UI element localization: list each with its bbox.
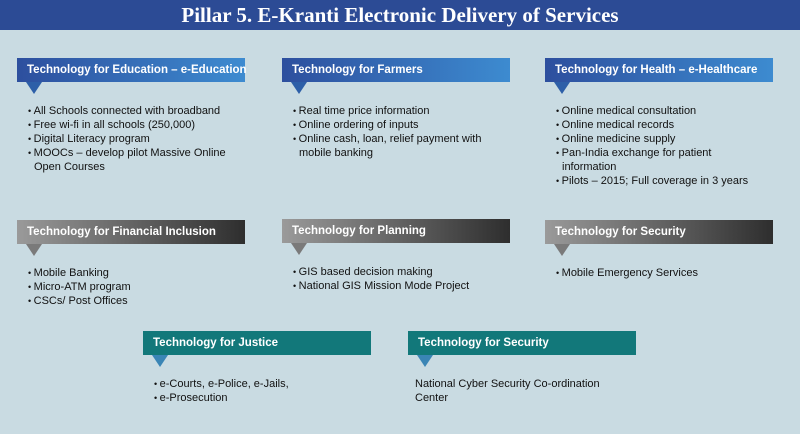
list-item: Pilots – 2015; Full coverage in 3 years [554, 174, 784, 188]
list-item: e-Courts, e-Police, e-Jails, [152, 377, 382, 391]
page-title: Pillar 5. E-Kranti Electronic Delivery o… [0, 0, 800, 30]
pointer-icon [554, 82, 570, 94]
list-item: Micro-ATM program [26, 280, 256, 294]
list-item: CSCs/ Post Offices [26, 294, 256, 308]
list-item: Online ordering of inputs [291, 118, 521, 132]
list-item: National GIS Mission Mode Project [291, 279, 521, 293]
list-item: Mobile Banking [26, 266, 256, 280]
pointer-icon [554, 244, 570, 256]
card-planning: Technology for Planning GIS based decisi… [282, 219, 510, 292]
pointer-icon [152, 355, 168, 367]
card-cyber-security: Technology for Security National Cyber S… [408, 331, 636, 404]
list-item: Online medical consultation [554, 104, 784, 118]
list-item: Real time price information [291, 104, 521, 118]
card-header-label: Technology for Security [418, 337, 549, 349]
card-header: Technology for Education – e-Education [17, 58, 247, 94]
card-list: National Cyber Security Co-ordination Ce… [415, 377, 645, 405]
card-header: Technology for Financial Inclusion [17, 220, 245, 256]
list-item: e-Prosecution [152, 391, 382, 405]
card-list: GIS based decision making National GIS M… [291, 265, 521, 293]
card-financial-inclusion: Technology for Financial Inclusion Mobil… [17, 220, 245, 307]
card-header: Technology for Planning [282, 219, 510, 255]
card-justice: Technology for Justice e-Courts, e-Polic… [143, 331, 371, 404]
list-item: Digital Literacy program [26, 132, 256, 146]
pointer-icon [26, 82, 42, 94]
list-item: Pan-India exchange for patient informati… [554, 146, 742, 174]
list-item: MOOCs – develop pilot Massive Online Ope… [26, 146, 249, 174]
card-list: Mobile Emergency Services [554, 266, 784, 280]
pointer-icon [291, 243, 307, 255]
card-list: e-Courts, e-Police, e-Jails, e-Prosecuti… [152, 377, 382, 405]
card-header: Technology for Security [408, 331, 636, 367]
list-item: Free wi-fi in all schools (250,000) [26, 118, 256, 132]
card-farmers: Technology for Farmers Real time price i… [282, 58, 510, 159]
card-list: All Schools connected with broadband Fre… [26, 104, 256, 174]
pointer-icon [417, 355, 433, 367]
card-header-label: Technology for Justice [153, 337, 279, 349]
card-education: Technology for Education – e-Education A… [17, 58, 247, 173]
card-list: Online medical consultation Online medic… [554, 104, 784, 188]
list-item: GIS based decision making [291, 265, 521, 279]
card-header-label: Technology for Health – e-Healthcare [555, 64, 758, 76]
list-item: National Cyber Security Co-ordination Ce… [415, 378, 600, 404]
card-header: Technology for Farmers [282, 58, 510, 94]
list-item: Online medical records [554, 118, 784, 132]
card-health: Technology for Health – e-Healthcare Onl… [545, 58, 773, 187]
card-header: Technology for Health – e-Healthcare [545, 58, 773, 94]
card-header-label: Technology for Planning [292, 225, 426, 237]
list-item: Online medicine supply [554, 132, 784, 146]
pointer-icon [291, 82, 307, 94]
card-security-emergency: Technology for Security Mobile Emergency… [545, 220, 773, 279]
card-header-label: Technology for Financial Inclusion [27, 226, 216, 238]
card-header-label: Technology for Education – e-Education [27, 64, 247, 76]
card-header: Technology for Justice [143, 331, 371, 367]
pointer-icon [26, 244, 42, 256]
list-item: All Schools connected with broadband [26, 104, 256, 118]
card-header: Technology for Security [545, 220, 773, 256]
card-header-label: Technology for Security [555, 226, 686, 238]
card-list: Real time price information Online order… [291, 104, 521, 160]
card-list: Mobile Banking Micro-ATM program CSCs/ P… [26, 266, 256, 308]
list-item: Online cash, loan, relief payment with m… [291, 132, 514, 160]
card-header-label: Technology for Farmers [292, 64, 423, 76]
list-item: Mobile Emergency Services [554, 266, 784, 280]
